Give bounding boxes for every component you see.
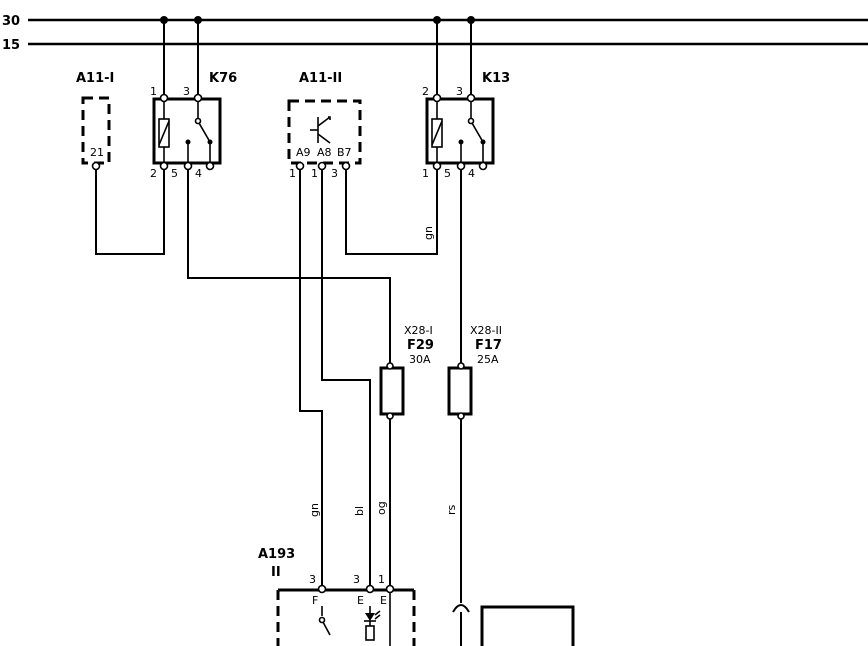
a193-label: A193 [258, 547, 295, 562]
svg-text:3: 3 [353, 573, 360, 586]
partial-component-box [480, 605, 575, 646]
wire [345, 170, 438, 255]
a11-ii-label: A11-II [299, 71, 342, 86]
svg-text:E: E [380, 594, 387, 607]
component-a193: A193 II 3 3 1 F E E [258, 547, 416, 646]
relay-k13: K13 2 3 1 5 4 [422, 71, 510, 180]
svg-text:E: E [357, 594, 364, 607]
fuse-f17: X28-II F17 25A [447, 324, 502, 420]
svg-text:A9: A9 [296, 146, 311, 159]
wire [95, 170, 165, 255]
a11-i-label: A11-I [76, 71, 114, 86]
svg-text:5: 5 [171, 167, 178, 180]
f17-rating: 25A [477, 353, 499, 366]
svg-text:4: 4 [468, 167, 475, 180]
f29-label: F29 [407, 338, 434, 353]
f17-label: F17 [475, 338, 502, 353]
svg-text:2: 2 [422, 85, 429, 98]
svg-text:3: 3 [309, 573, 316, 586]
wire-color-bl: bl [353, 506, 366, 516]
svg-text:4: 4 [195, 167, 202, 180]
bus-15-label: 15 [2, 38, 20, 53]
wire-color-gn: gn [308, 503, 321, 517]
f17-connector: X28-II [470, 324, 502, 337]
wire-color-og: og [375, 501, 388, 515]
bus-15: 15 [2, 38, 868, 53]
component-a11-ii: A11-II A9 A8 B7 1 1 3 [287, 71, 362, 180]
svg-text:3: 3 [331, 167, 338, 180]
wire-gn [299, 170, 323, 586]
svg-text:3: 3 [183, 85, 190, 98]
svg-text:1: 1 [422, 167, 429, 180]
wire-color-rs: rs [445, 504, 458, 515]
f29-rating: 30A [409, 353, 431, 366]
fuse-f29: X28-I F29 30A [379, 324, 434, 420]
svg-text:B7: B7 [337, 146, 352, 159]
relay-k76: K76 1 3 2 5 4 [150, 71, 237, 180]
wire [187, 170, 391, 366]
svg-text:3: 3 [456, 85, 463, 98]
svg-text:2: 2 [150, 167, 157, 180]
k76-label: K76 [209, 71, 237, 86]
svg-text:5: 5 [444, 167, 451, 180]
svg-text:A8: A8 [317, 146, 332, 159]
svg-text:1: 1 [378, 573, 385, 586]
component-a11-i: A11-I 21 [76, 71, 114, 171]
k13-label: K13 [482, 71, 510, 86]
wire-break-icon [452, 604, 470, 613]
svg-text:1: 1 [289, 167, 296, 180]
wire-color-gn-top: gn [422, 226, 435, 240]
svg-text:1: 1 [311, 167, 318, 180]
bus-30-label: 30 [2, 14, 20, 29]
f29-connector: X28-I [404, 324, 433, 337]
wire-bl [321, 170, 371, 586]
a193-sub-label: II [271, 565, 281, 580]
svg-text:F: F [312, 594, 318, 607]
svg-text:1: 1 [150, 85, 157, 98]
a11-i-pin-label: 21 [90, 146, 104, 159]
